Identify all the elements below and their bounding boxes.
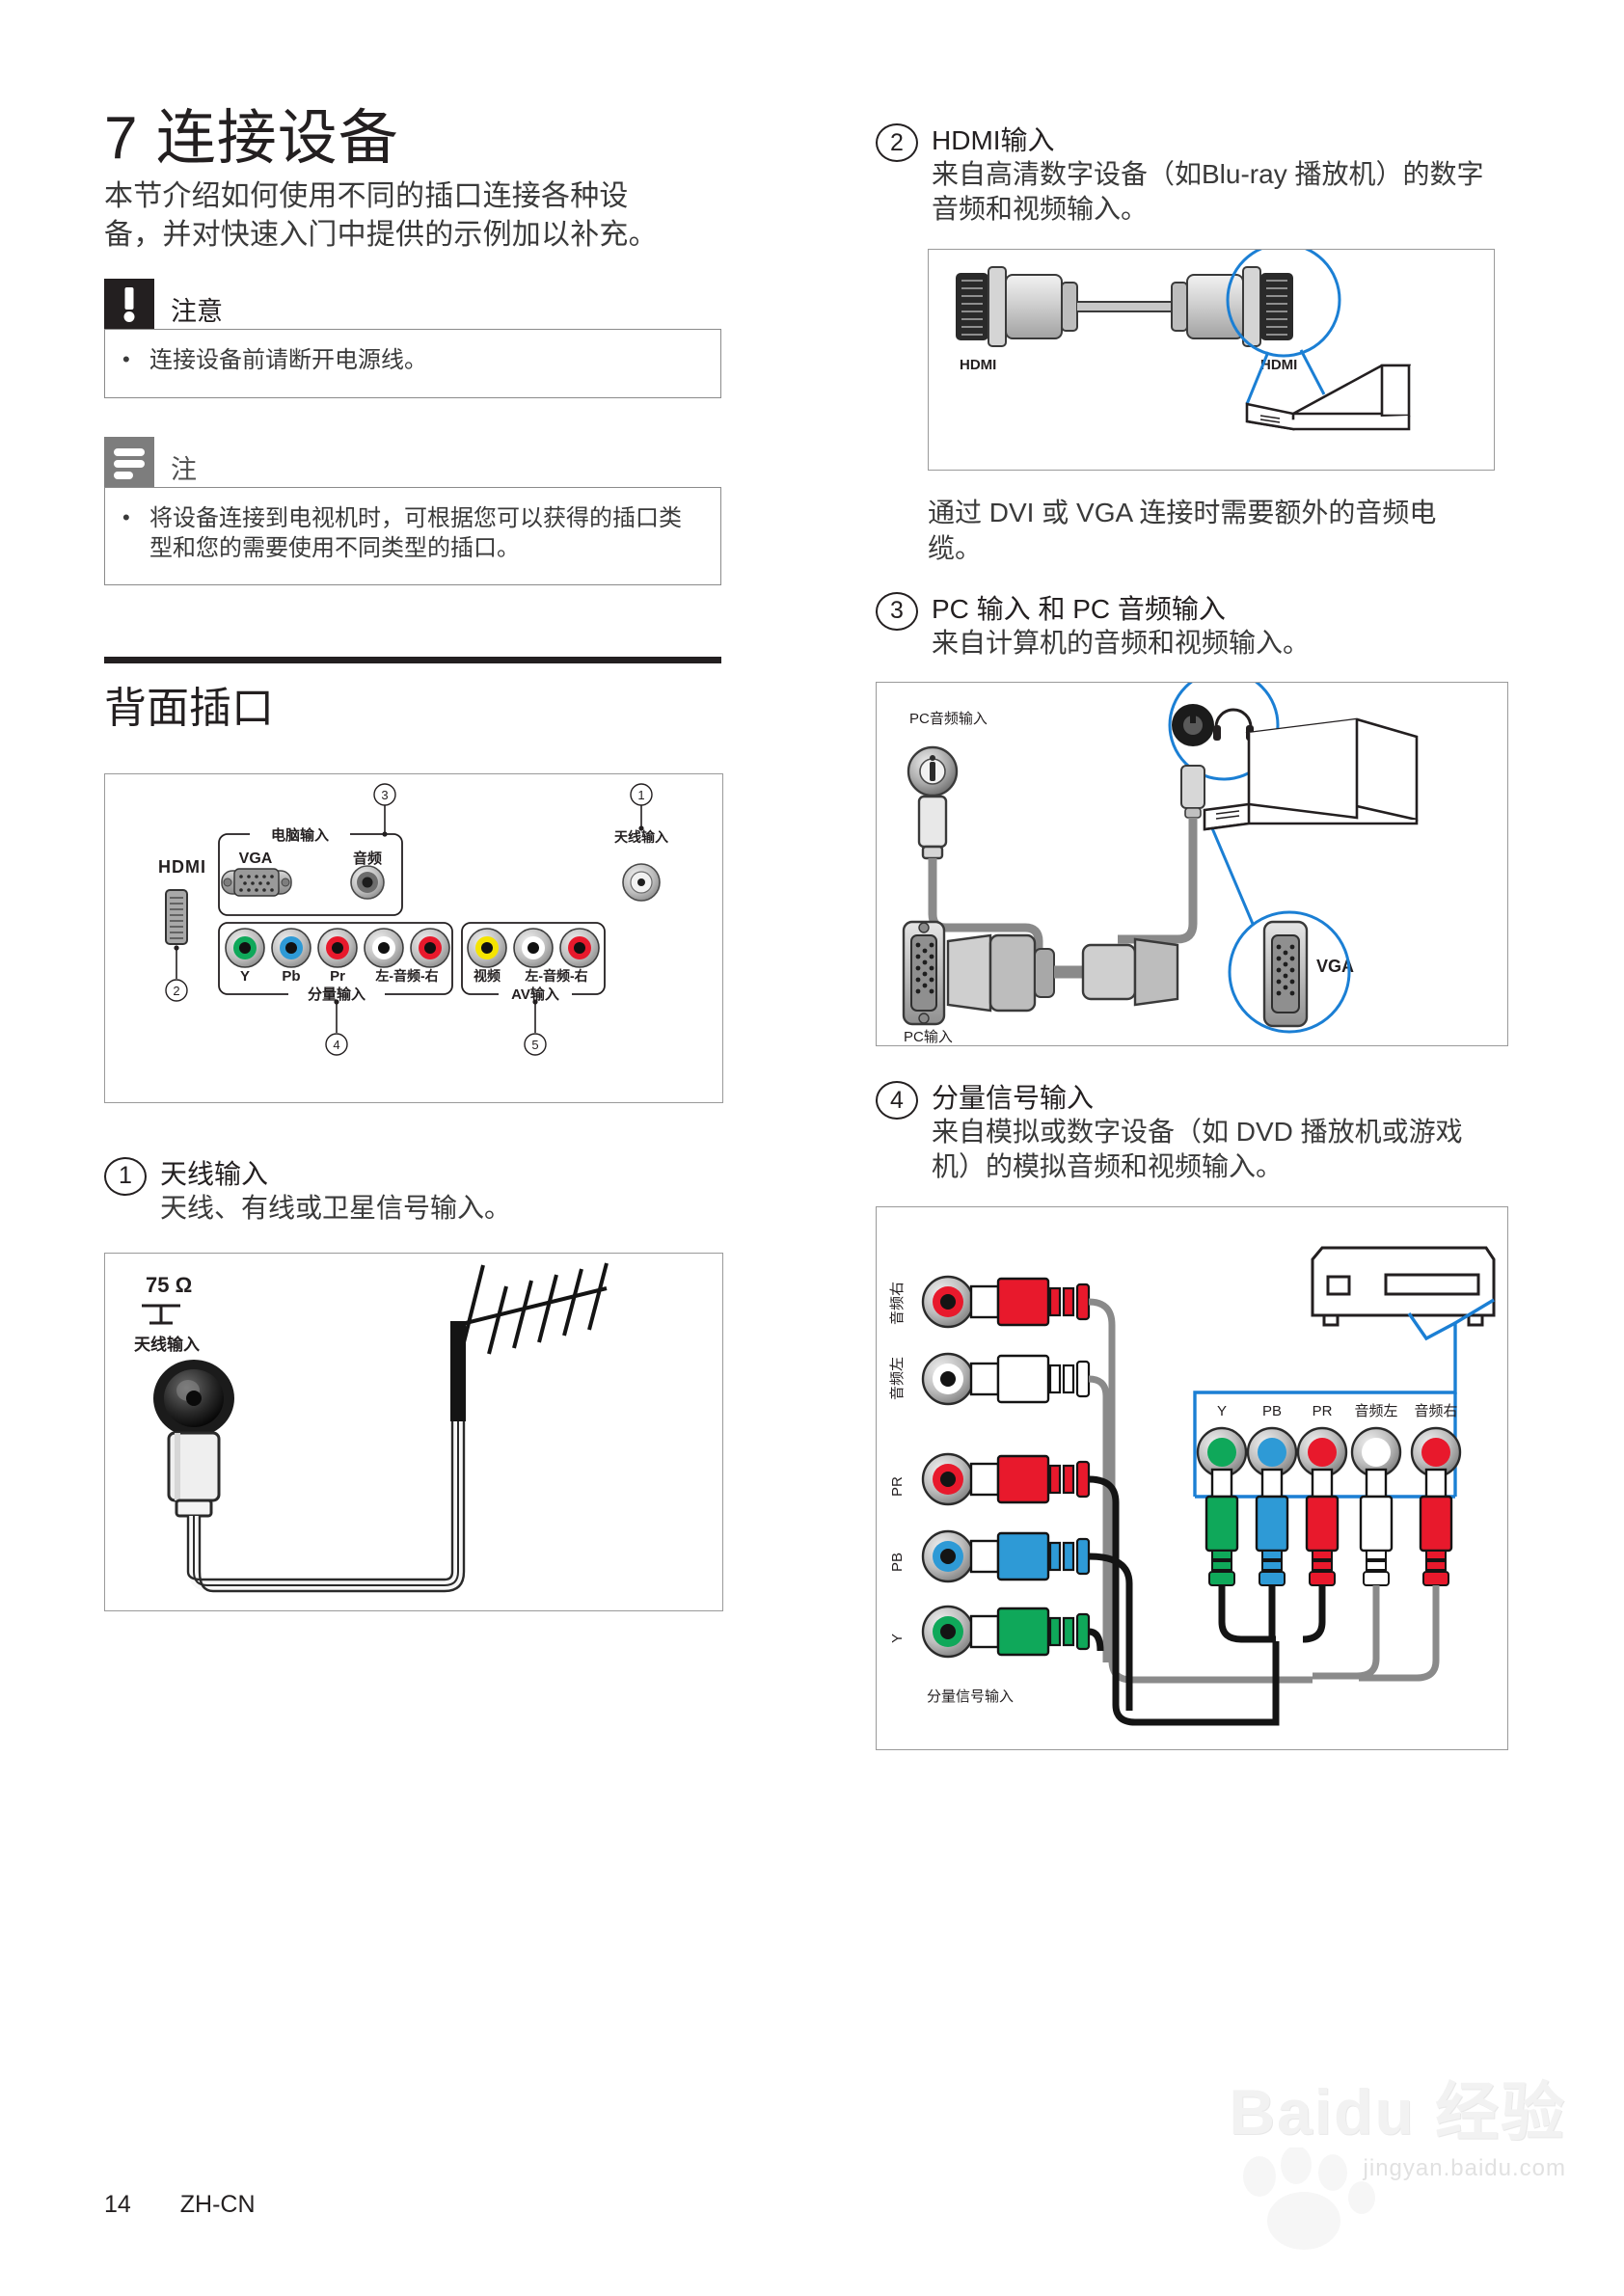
component-figure: 音频右 音频左 PR PB Y bbox=[876, 1205, 1508, 1750]
callout-number: 3 bbox=[876, 591, 918, 631]
svg-text:音频: 音频 bbox=[353, 850, 382, 867]
watermark-main: Baidu 经验 bbox=[1229, 2076, 1566, 2147]
pc-input-label: PC输入 bbox=[904, 1029, 953, 1045]
list-item-antenna: 1 天线输入 天线、有线或卫星信号输入。 bbox=[104, 1156, 779, 1226]
list-item-component: 4 分量信号输入 来自模拟或数字设备（如 DVD 播放机或游戏机）的模拟音频和视… bbox=[876, 1081, 1551, 1185]
svg-text:PB: PB bbox=[1262, 1403, 1282, 1419]
chapter-number: 7 bbox=[104, 105, 139, 172]
antenna-figure-svg: 75 Ω 天线输入 bbox=[134, 1262, 609, 1593]
item-title: HDMI输入 bbox=[932, 125, 1055, 155]
caution-body: • 连接设备前请断开电源线。 bbox=[104, 330, 721, 398]
rear-panel-figure: HDMI 2 电 bbox=[104, 772, 723, 1103]
caution-header: 注意 bbox=[104, 279, 721, 330]
item-desc: 来自计算机的音频和视频输入。 bbox=[932, 627, 1311, 658]
svg-text:左-音频-右: 左-音频-右 bbox=[374, 968, 438, 984]
callout-2: 2 bbox=[173, 984, 179, 998]
hdmi-note: 通过 DVI 或 VGA 连接时需要额外的音频电缆。 bbox=[928, 497, 1437, 563]
svg-text:Y: Y bbox=[240, 968, 250, 985]
left-column: 7 连接设备 本节介绍如何使用不同的插口连接各种设备，并对快速入门中提供的示例加… bbox=[104, 105, 779, 1612]
svg-text:HDMI: HDMI bbox=[158, 857, 206, 877]
note-box: 注 • 将设备连接到电视机时，可根据您可以获得的插口类型和您的需要使用不同类型的… bbox=[104, 436, 721, 585]
svg-text:VGA: VGA bbox=[239, 851, 273, 867]
callout-3: 3 bbox=[381, 788, 388, 802]
antenna-input-label: 天线输入 bbox=[134, 1335, 200, 1354]
hdmi-right-label: HDMI bbox=[1260, 357, 1297, 373]
item-desc: 来自高清数字设备（如Blu-ray 播放机）的数字音频和视频输入。 bbox=[932, 159, 1484, 225]
rear-panel-svg: HDMI 2 电 bbox=[158, 783, 668, 1056]
page-title: 7 连接设备 bbox=[104, 105, 779, 172]
section-rear-connectors: 背面插口 bbox=[104, 656, 779, 735]
svg-text:音频右: 音频右 bbox=[889, 1282, 906, 1325]
callout-1: 1 bbox=[637, 788, 644, 802]
note-body: • 将设备连接到电视机时，可根据您可以获得的插口类型和您的需要使用不同类型的插口… bbox=[104, 487, 721, 585]
right-column: 2 HDMI输入 来自高清数字设备（如Blu-ray 播放机）的数字音频和视频输… bbox=[876, 123, 1551, 1750]
pc-figure: PC音频输入 bbox=[876, 682, 1508, 1047]
svg-text:Pb: Pb bbox=[282, 968, 300, 985]
svg-text:AV输入: AV输入 bbox=[511, 986, 559, 1003]
list-item: • 连接设备前请断开电源线。 bbox=[122, 345, 703, 375]
list-item-hdmi: 2 HDMI输入 来自高清数字设备（如Blu-ray 播放机）的数字音频和视频输… bbox=[876, 123, 1551, 228]
page-footer: 14 ZH-CN bbox=[104, 2191, 256, 2219]
pc-figure-svg: PC音频输入 bbox=[902, 683, 1419, 1045]
svg-text:左-音频-右: 左-音频-右 bbox=[524, 968, 587, 984]
svg-text:Pr: Pr bbox=[330, 968, 345, 985]
hdmi-left-label: HDMI bbox=[960, 357, 996, 373]
antenna-figure: 75 Ω 天线输入 bbox=[104, 1253, 723, 1612]
svg-text:PB: PB bbox=[889, 1553, 906, 1572]
section-rule bbox=[104, 656, 721, 663]
component-figure-svg: 音频右 音频左 PR PB Y bbox=[889, 1246, 1496, 1726]
svg-text:天线输入: 天线输入 bbox=[614, 829, 668, 845]
svg-text:Y: Y bbox=[1217, 1403, 1227, 1419]
note-lines-icon bbox=[104, 436, 154, 487]
hdmi-figure-svg: HDMI HDMI bbox=[956, 249, 1412, 431]
bullet: • bbox=[122, 347, 130, 372]
caution-box: 注意 • 连接设备前请断开电源线。 bbox=[104, 279, 721, 398]
chapter-title-text: 连接设备 bbox=[155, 105, 399, 172]
svg-text:PR: PR bbox=[1313, 1403, 1333, 1419]
note-item-text: 将设备连接到电视机时，可根据您可以获得的插口类型和您的需要使用不同类型的插口。 bbox=[149, 504, 682, 561]
section-title: 背面插口 bbox=[104, 684, 274, 732]
exclamation-icon bbox=[104, 279, 154, 330]
vga-label: VGA bbox=[1316, 957, 1354, 976]
caution-item-text: 连接设备前请断开电源线。 bbox=[149, 347, 427, 374]
svg-text:音频左: 音频左 bbox=[889, 1357, 906, 1400]
note-title: 注 bbox=[171, 454, 197, 484]
bullet: • bbox=[122, 504, 130, 529]
list-item-pc: 3 PC 输入 和 PC 音频输入 来自计算机的音频和视频输入。 bbox=[876, 591, 1551, 661]
watermark-sub: jingyan.baidu.com bbox=[1363, 2155, 1566, 2181]
hdmi-figure: HDMI HDMI bbox=[928, 248, 1495, 471]
ohm-label: 75 Ω bbox=[146, 1273, 192, 1297]
callout-number: 1 bbox=[104, 1156, 147, 1196]
svg-text:音频左: 音频左 bbox=[1354, 1403, 1397, 1419]
item-title: 分量信号输入 bbox=[932, 1083, 1095, 1114]
item-title: PC 输入 和 PC 音频输入 bbox=[932, 593, 1226, 624]
item-title: 天线输入 bbox=[160, 1158, 269, 1189]
svg-text:电脑输入: 电脑输入 bbox=[271, 826, 329, 844]
page-number: 14 bbox=[104, 2191, 131, 2218]
caution-title: 注意 bbox=[171, 297, 223, 327]
chapter-intro: 本节介绍如何使用不同的插口连接各种设备，并对快速入门中提供的示例加以补充。 bbox=[104, 180, 658, 251]
item-desc: 来自模拟或数字设备（如 DVD 播放机或游戏机）的模拟音频和视频输入。 bbox=[932, 1117, 1463, 1182]
list-item: • 将设备连接到电视机时，可根据您可以获得的插口类型和您的需要使用不同类型的插口… bbox=[122, 503, 703, 563]
callout-number: 2 bbox=[876, 123, 918, 162]
svg-text:音频右: 音频右 bbox=[1414, 1403, 1457, 1419]
paw-icon bbox=[1243, 2147, 1375, 2250]
svg-text:PR: PR bbox=[889, 1476, 906, 1497]
callout-5: 5 bbox=[531, 1038, 538, 1052]
svg-text:分量输入: 分量输入 bbox=[308, 986, 365, 1003]
callout-number: 4 bbox=[876, 1081, 918, 1121]
footer-language: ZH-CN bbox=[179, 2191, 256, 2218]
callout-4: 4 bbox=[333, 1038, 339, 1052]
svg-text:视频: 视频 bbox=[474, 968, 501, 984]
svg-text:Y: Y bbox=[889, 1634, 906, 1643]
item-desc: 天线、有线或卫星信号输入。 bbox=[160, 1192, 512, 1223]
pc-audio-label: PC音频输入 bbox=[909, 711, 988, 727]
note-header: 注 bbox=[104, 436, 721, 487]
watermark: Baidu 经验 jingyan.baidu.com bbox=[1229, 2061, 1566, 2182]
component-caption: 分量信号输入 bbox=[927, 1688, 1014, 1705]
